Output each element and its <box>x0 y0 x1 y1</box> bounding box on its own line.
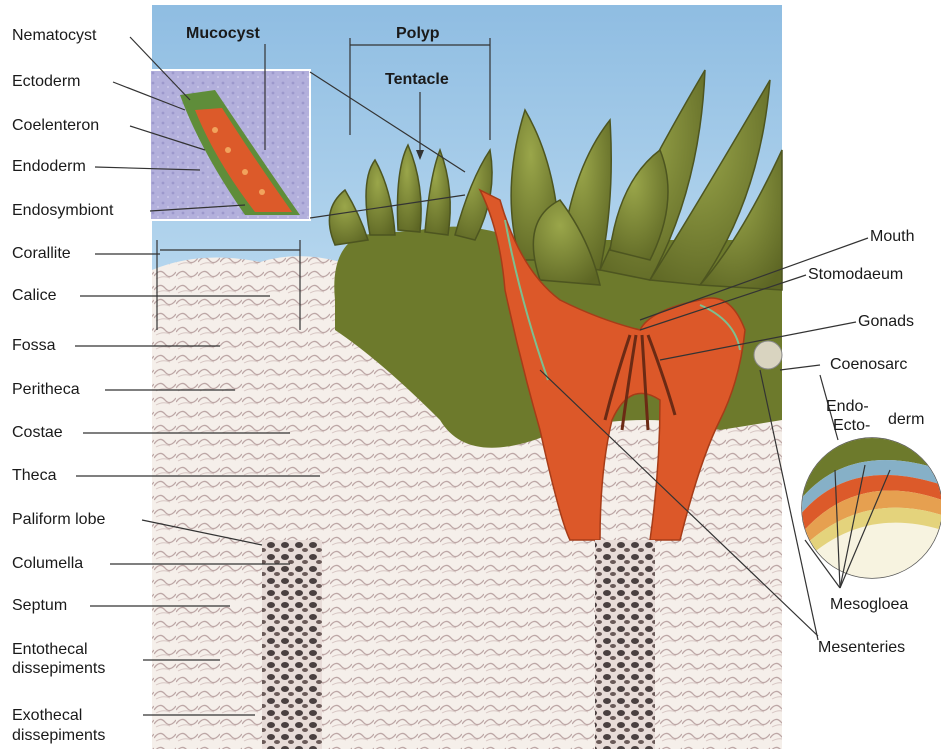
label-calice: Calice <box>12 287 56 305</box>
label-mesenteries: Mesenteries <box>818 639 905 657</box>
label-derm: derm <box>888 411 924 429</box>
label-coelenteron: Coelenteron <box>12 117 99 135</box>
label-mesogloea: Mesogloea <box>830 596 908 614</box>
label-columella: Columella <box>12 555 83 573</box>
label-corallite: Corallite <box>12 245 71 263</box>
label-septum: Septum <box>12 597 67 615</box>
label-exothecal: Exothecal <box>12 707 82 725</box>
label-peritheca: Peritheca <box>12 381 80 399</box>
tissue-layers-circle <box>800 430 941 590</box>
label-ectoderm: Ectoderm <box>12 73 80 91</box>
label-fossa: Fossa <box>12 337 56 355</box>
label-paliform-lobe: Paliform lobe <box>12 511 105 529</box>
coenosarc-marker <box>754 341 782 369</box>
label-endoderm: Endoderm <box>12 158 86 176</box>
label-tentacle: Tentacle <box>385 71 449 89</box>
label-exothecal-dissepiments: dissepiments <box>12 727 105 745</box>
label-coenosarc: Coenosarc <box>830 356 907 374</box>
label-entothecal: Entothecal <box>12 641 88 659</box>
label-polyp: Polyp <box>396 25 440 43</box>
label-entothecal-dissepiments: dissepiments <box>12 660 105 678</box>
label-ecto: Ecto- <box>833 417 870 435</box>
label-mouth: Mouth <box>870 228 914 246</box>
label-endosymbiont: Endosymbiont <box>12 202 113 220</box>
label-mucocyst: Mucocyst <box>186 25 260 43</box>
label-costae: Costae <box>12 424 63 442</box>
label-theca: Theca <box>12 467 56 485</box>
label-stomodaeum: Stomodaeum <box>808 266 903 284</box>
label-endo: Endo- <box>826 398 869 416</box>
columella-texture <box>262 540 322 749</box>
label-gonads: Gonads <box>858 313 914 331</box>
label-nematocyst: Nematocyst <box>12 27 96 45</box>
